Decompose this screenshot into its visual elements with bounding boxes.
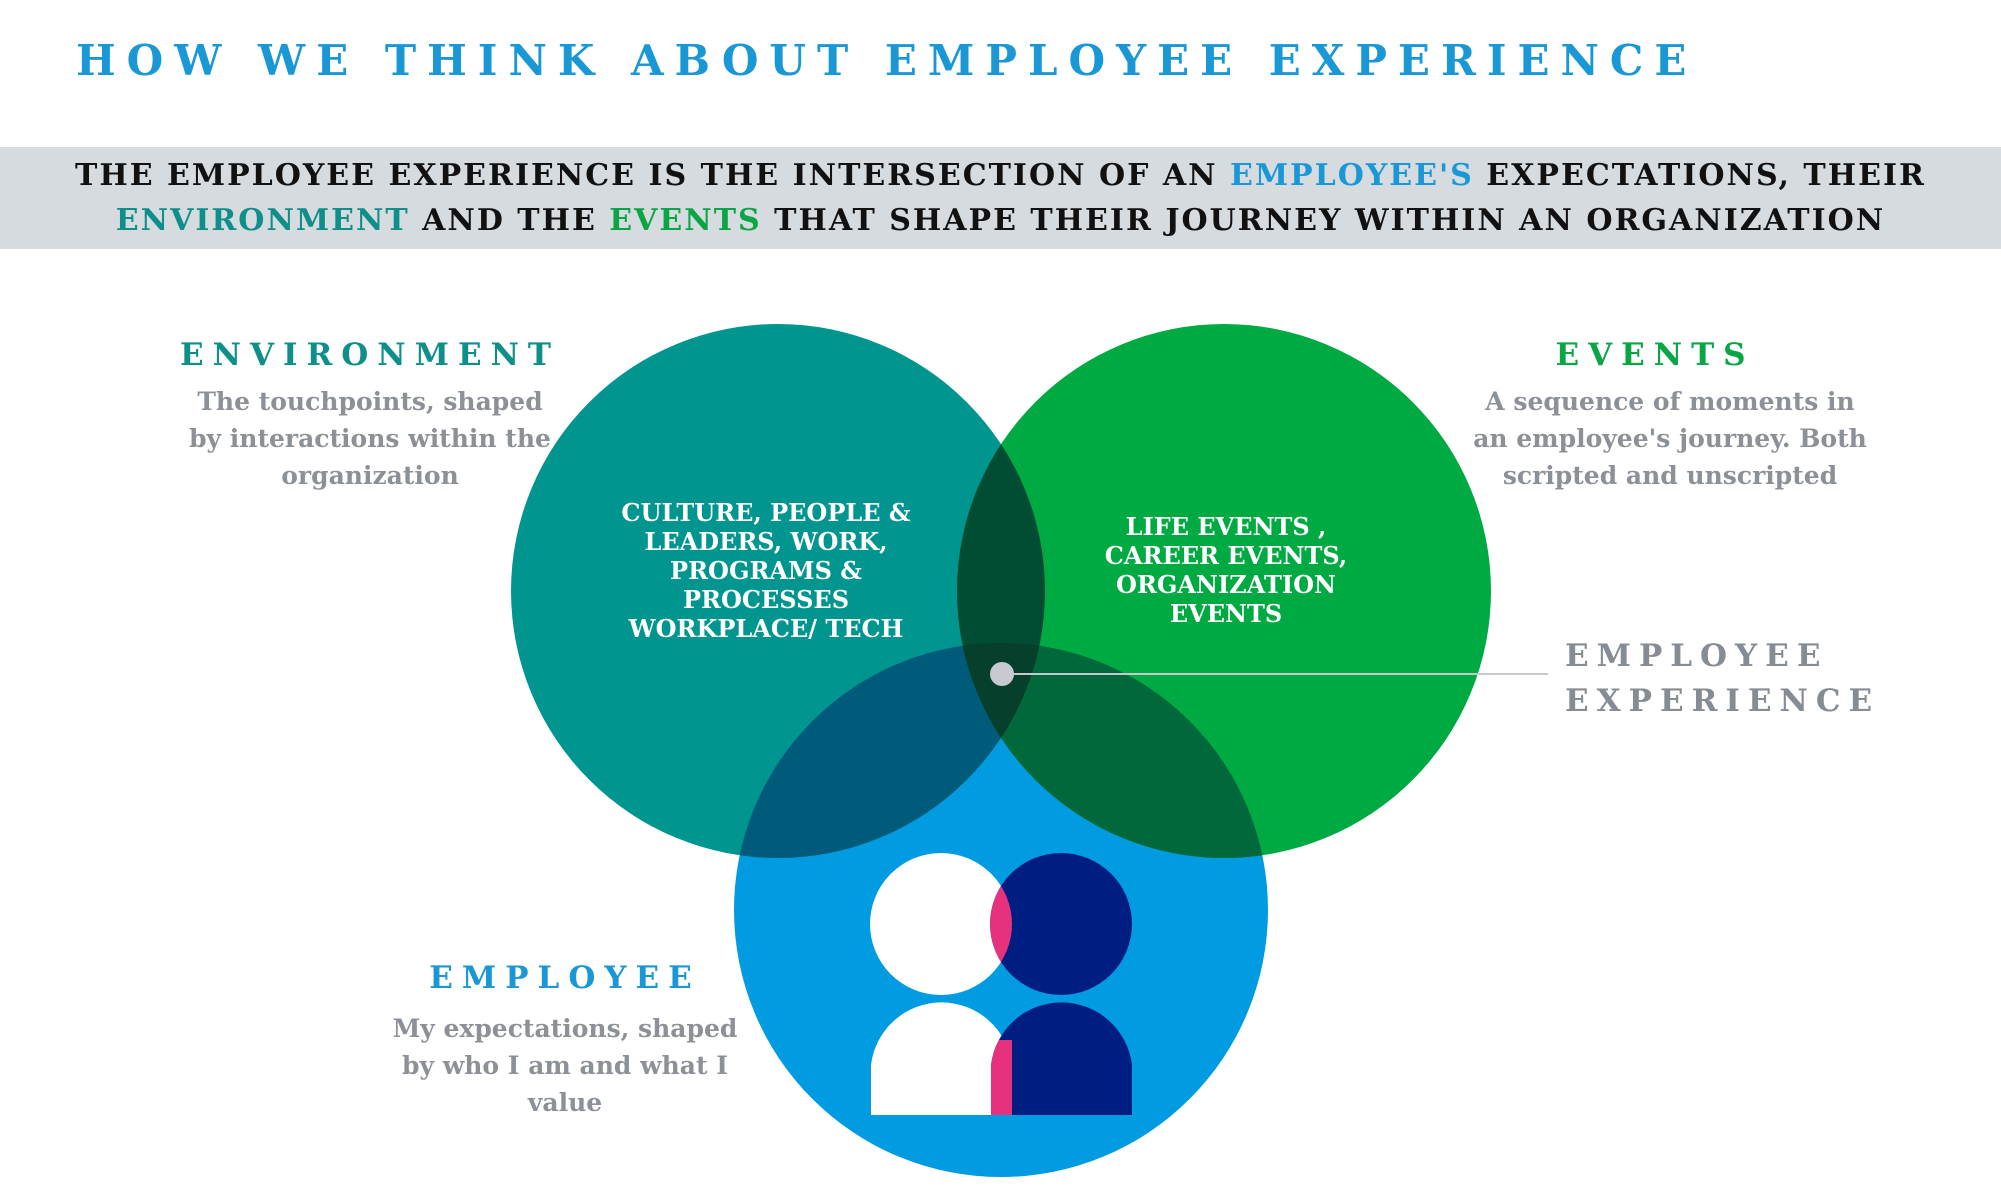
banner-keyword-environment: ENVIRONMENT — [115, 203, 410, 238]
person-body-overlap — [991, 1040, 1012, 1115]
events-description: A sequence of moments in an employee's j… — [1473, 387, 1867, 490]
environment-employee-overlap — [734, 643, 1045, 858]
person-left-body — [871, 1002, 1012, 1115]
employee-description: My expectations, shaped by who I am and … — [392, 1014, 738, 1117]
person-right-head — [990, 853, 1132, 995]
callout-dot-icon — [990, 662, 1014, 686]
environment-description: The touchpoints, shaped by interactions … — [189, 387, 551, 490]
events-employee-overlap — [957, 643, 1268, 858]
banner-keyword-employee: EMPLOYEE'S — [1229, 158, 1474, 193]
banner-text-2: EXPECTATIONS, THEIR — [1473, 158, 1926, 193]
page-title: HOW WE THINK ABOUT EMPLOYEE EXPERIENCE — [76, 36, 1698, 85]
banner-text-3: AND THE — [409, 203, 610, 238]
person-right-body — [991, 1002, 1132, 1115]
banner-text-1: THE EMPLOYEE EXPERIENCE IS THE INTERSECT… — [75, 158, 1230, 193]
events-circle-text: LIFE EVENTS , CAREER EVENTS, ORGANIZATIO… — [1104, 512, 1348, 628]
person-left-head — [870, 853, 1012, 995]
banner-text-4: THAT SHAPE THEIR JOURNEY WITHIN AN ORGAN… — [761, 203, 1886, 238]
callout-line-2: EXPERIENCE — [1565, 683, 1881, 719]
employee-experience-callout: EMPLOYEE EXPERIENCE — [1565, 634, 1880, 724]
definition-text: THE EMPLOYEE EXPERIENCE IS THE INTERSECT… — [75, 153, 1926, 243]
employee-heading: EMPLOYEE — [429, 960, 701, 996]
banner-keyword-events: EVENTS — [609, 203, 762, 238]
definition-banner: THE EMPLOYEE EXPERIENCE IS THE INTERSECT… — [0, 147, 2001, 249]
callout-line-1: EMPLOYEE — [1565, 638, 1829, 674]
environment-heading: ENVIRONMENT — [180, 337, 560, 373]
events-heading: EVENTS — [1555, 337, 1755, 373]
two-person-icon — [870, 853, 1132, 1115]
environment-circle-text: CULTURE, PEOPLE & LEADERS, WORK, PROGRAM… — [621, 498, 911, 643]
